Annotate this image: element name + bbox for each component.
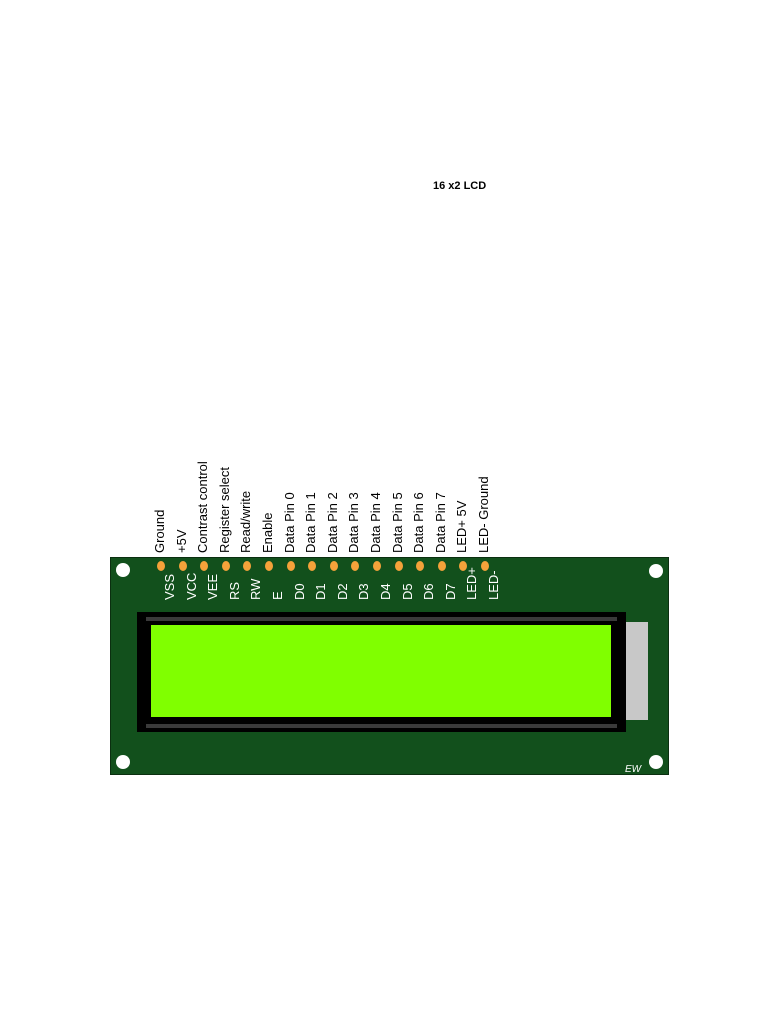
pin-code-label: D3 [356, 583, 372, 600]
pin-code-label: E [270, 591, 285, 600]
pin-code-label: VEE [205, 573, 221, 600]
pin-code-label: RW [248, 578, 264, 600]
pin-function-label: Data Pin 0 [281, 492, 297, 553]
pin-pad [221, 561, 230, 571]
pin-function-label: Data Pin 5 [389, 492, 405, 553]
pin-function-label: Ground [152, 509, 167, 553]
pin-code-label: D2 [334, 583, 350, 600]
pin-pad [243, 561, 252, 571]
pin-function-label: Contrast control [195, 461, 211, 553]
pin-code-label: VCC [183, 572, 199, 600]
pin-pad [308, 561, 317, 571]
pin-function-label: Read/write [238, 490, 254, 553]
pin-pad [459, 561, 468, 571]
mounting-hole-top-left [116, 563, 130, 577]
pin-code-label: LED+ [464, 567, 480, 600]
mounting-hole-top-right [649, 564, 663, 578]
pin-function-label: Data Pin 4 [368, 492, 383, 553]
pin-pad [157, 561, 165, 571]
pin-code-label: D1 [313, 583, 329, 600]
pin-function-label: Data Pin 3 [346, 492, 362, 553]
bezel-top-edge [146, 617, 617, 621]
pin-pad [178, 561, 187, 571]
pin-pad [437, 561, 446, 571]
backlight-connector [626, 622, 648, 720]
pin-function-label: LED- Ground [476, 476, 491, 553]
pin-code-label: D6 [421, 583, 437, 600]
pin-code-label: D4 [378, 583, 393, 600]
pin-function-label: Register select [216, 467, 232, 553]
pin-code-label: LED- [486, 570, 501, 600]
pin-code-label: D5 [399, 583, 415, 600]
pin-pad [200, 561, 209, 571]
pin-pad [416, 561, 425, 571]
pin-pad [265, 561, 273, 571]
mounting-hole-bottom-right [649, 755, 663, 769]
manufacturer-logo: EW [625, 764, 642, 775]
pin-function-label: Data Pin 2 [324, 492, 340, 553]
pin-pad [394, 561, 403, 571]
pin-code-label: RS [226, 581, 242, 600]
mounting-hole-bottom-left [116, 755, 130, 769]
pin-code-label: VSS [162, 573, 177, 600]
pin-function-label: Enable [260, 512, 275, 553]
bezel-bottom-edge [146, 724, 617, 728]
lcd-display-screen [151, 625, 611, 717]
pin-function-label: +5V [173, 529, 189, 554]
pin-pad [329, 561, 338, 571]
pin-code-label: D0 [291, 583, 307, 600]
pin-pad [351, 561, 360, 571]
pin-pad [286, 561, 295, 571]
pin-function-label: Data Pin 7 [432, 492, 448, 553]
pin-function-label: Data Pin 6 [411, 492, 427, 553]
pin-pad [373, 561, 381, 571]
diagram-title: 16 x2 LCD [433, 180, 487, 192]
pin-function-label: LED+ 5V [454, 500, 470, 553]
pin-pad [481, 561, 489, 571]
pin-function-label: Data Pin 1 [303, 492, 319, 553]
pin-code-label: D7 [442, 583, 458, 600]
